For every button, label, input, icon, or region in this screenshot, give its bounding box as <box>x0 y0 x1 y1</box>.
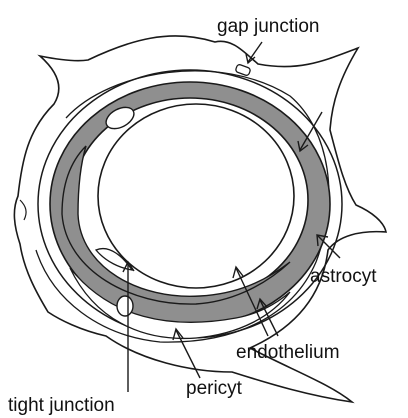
nucleus-bottom <box>117 296 133 316</box>
label-endothelium: endothelium <box>236 342 340 363</box>
label-astrocyt: astrocyt <box>310 266 377 287</box>
label-gap-junction: gap junction <box>217 16 319 37</box>
gap-junction-pointer <box>248 42 262 62</box>
label-pericyt: pericyt <box>186 378 243 399</box>
label-tight-junction: tight junction <box>8 395 115 416</box>
vessel-lumen <box>98 104 294 288</box>
